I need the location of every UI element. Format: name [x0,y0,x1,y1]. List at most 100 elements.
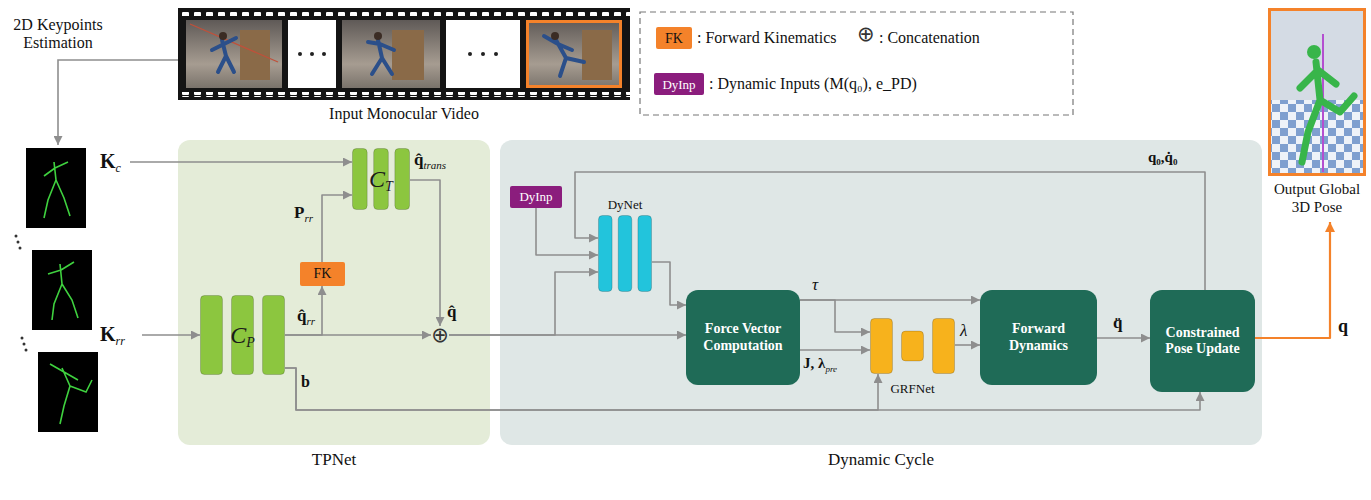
connector [285,334,431,336]
legend-entry: : Dynamic Inputs (M(q₀), e_PD) [709,74,917,93]
legend-text: : Forward Kinematics [697,29,837,46]
math-label: Prr [294,203,313,225]
node-heading: TPNet [178,450,490,470]
node-heading: Input Monocular Video [178,105,630,123]
keypoint-frame [32,250,92,330]
video-frame [526,20,622,88]
video-strip: Input Monocular Video [178,8,630,100]
network-block: CT [352,148,410,210]
legend-text: : Concatenation [879,29,980,46]
legend-swatch: DyInp [654,73,704,95]
symbol-label: K [100,323,116,345]
symbol-label: J, λ [803,355,825,371]
legend-sample-text: FK [665,31,683,46]
box-text: Constrained Pose Update [1155,325,1250,357]
connector [1097,337,1150,339]
block-symbol: C [230,322,246,348]
box-text: Force Vector Computation [691,321,795,353]
keypoint-skeleton [48,262,78,320]
legend-sample-glyph: ⊕ [857,22,875,46]
block-symbol: C [369,166,385,192]
network-block: CP [200,295,285,375]
diagram-label: λ [960,321,967,341]
diagram-label: q̈ [1113,313,1122,333]
diagram-label: q [1338,316,1348,337]
frame-gap [446,20,520,88]
connector [800,349,870,351]
node-heading: DyNet [598,195,652,213]
process-box: Forward Dynamics [980,290,1097,385]
block-layer [599,216,613,292]
symbol-label: q̂ [414,150,423,169]
process-box: Force Vector Computation [686,290,800,385]
keypoint-wire [58,60,178,145]
legend-text: : Dynamic Inputs (M(q₀), e_PD) [709,75,917,92]
block-layer [353,149,368,210]
node-title: DyNet [608,197,643,212]
block-label: CP [200,295,285,375]
connector [1255,222,1330,338]
concat-symbol: ⊕ [431,326,449,344]
output-render [1268,8,1366,176]
symbol-label: b [301,373,310,390]
legend-entry: : Concatenation [879,28,980,47]
connector [285,286,322,335]
keypoint-frame [26,148,86,228]
legend-frame [640,12,1073,115]
video-frame [186,20,282,88]
symbol-label: q₀,q̇₀ [1148,149,1177,165]
connector [955,344,980,346]
legend-swatch: FK [656,27,692,49]
node-title: Output Global 3D Pose [1274,181,1360,215]
symbol-label: τ [812,275,818,294]
output-frame [1270,10,1365,175]
panel-fill [500,140,1262,445]
block-shape [598,215,652,292]
symbol-label: K [100,150,116,172]
node-heading: Dynamic Cycle [500,450,1262,470]
network-block: DyNet [598,215,652,292]
block-layer [618,216,632,292]
film-base [178,8,630,100]
block-layer [201,296,223,375]
block-layer [263,296,285,375]
output-view: Output Global 3D Pose [1268,8,1366,222]
connector [322,195,352,262]
diagram-label: τ [812,275,818,295]
math-label: Krr [100,323,125,349]
keypoint-images [15,148,99,432]
math-label: Kc [100,150,121,176]
block-subscript: T [385,179,393,194]
diagram-label: 2D Keypoints Estimation [6,16,110,53]
symbol-label: q [1338,316,1348,336]
input-wire [142,334,200,336]
connector [449,272,598,335]
frame-gap [288,20,336,88]
symbol-label: P [294,203,304,222]
box-text: DyInp [519,190,552,205]
film-holes [178,92,630,97]
block-subscript: P [246,335,255,350]
node-heading: GRFNet [870,379,955,397]
legend-entry: : Forward Kinematics [697,28,837,47]
symbol-label: 2D Keypoints Estimation [13,16,102,51]
math-label: q̂trans [414,150,446,172]
keypoint-skeleton [50,364,92,424]
diagram-label: b [301,373,310,391]
subscript-label: rr [306,315,315,327]
keypoint-frame [38,352,98,432]
node-title: GRFNet [890,381,934,396]
box-text: Forward Dynamics [985,321,1092,353]
panel-fill [178,140,490,445]
block-layer [395,149,410,210]
block-layer [638,216,652,292]
subscript-label: pre [825,364,837,374]
block-layer [871,319,893,374]
subscript-label: c [116,161,121,175]
math-label: J, λpre [803,354,837,375]
symbol-label: q̂ [447,302,456,321]
concat-glyph: ⊕ [431,326,449,344]
input-wire [130,161,352,163]
legend-sample-text: DyInp [662,77,695,92]
film-strip [178,8,630,100]
